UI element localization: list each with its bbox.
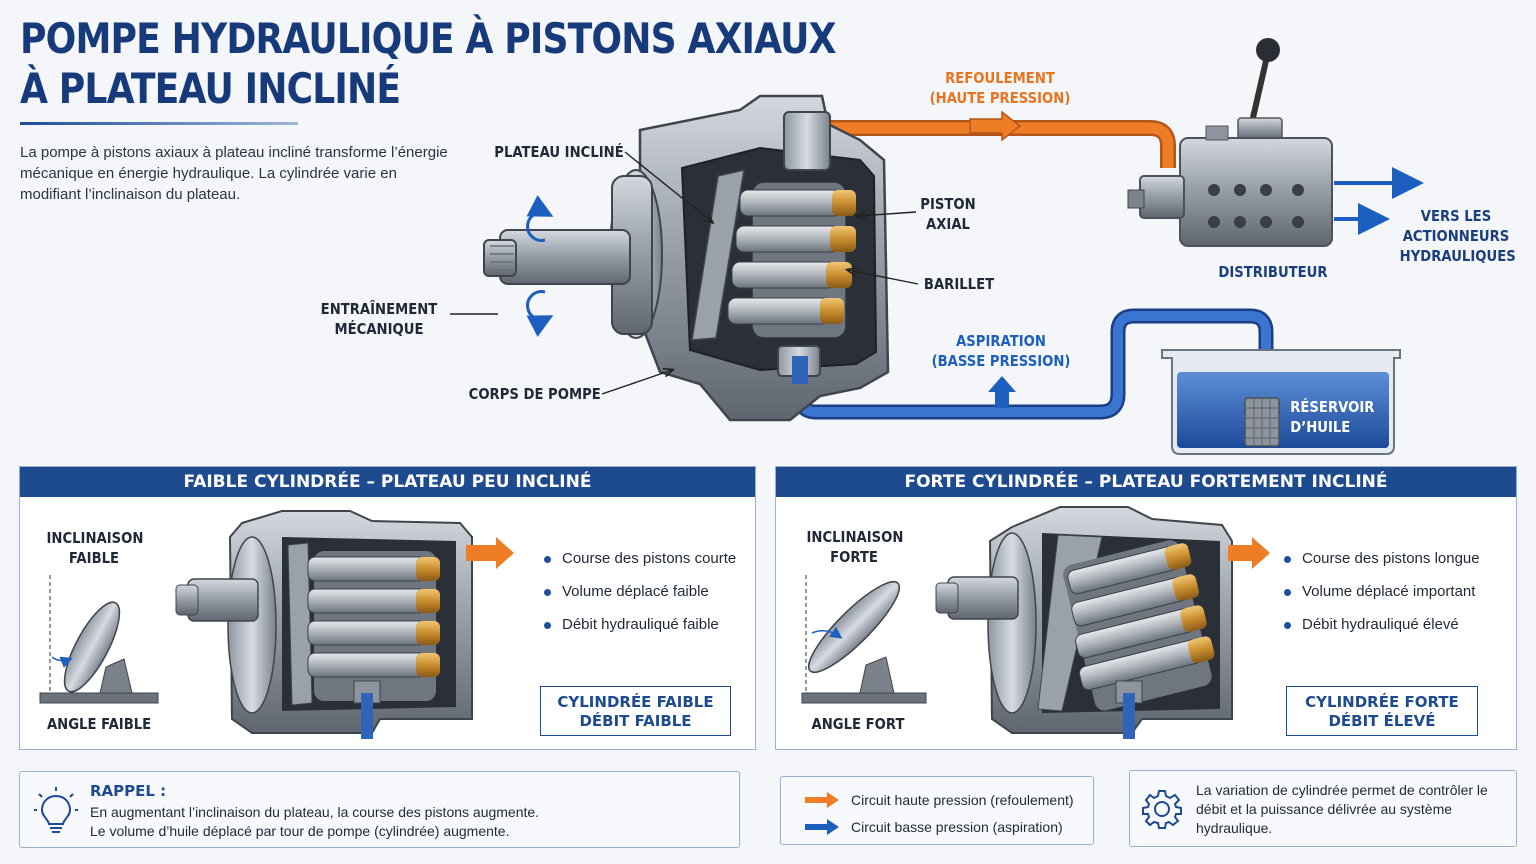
label-pump-body: CORPS DE POMPE bbox=[468, 385, 601, 403]
high-bullets: Course des pistons longue Volume déplacé… bbox=[1282, 542, 1502, 641]
low-pump-cutaway bbox=[175, 510, 514, 739]
label-actuators-line2: ACTIONNEURS bbox=[1402, 227, 1510, 245]
legend-high-arrow-icon bbox=[805, 792, 839, 808]
label-suction: ASPIRATION (BASSE PRESSION) bbox=[923, 331, 1080, 371]
rappel-note: RAPPEL : En augmentant l’inclinaison du … bbox=[19, 771, 740, 848]
list-item: Débit hydrauliqué faible bbox=[542, 608, 752, 641]
label-discharge-line1: REFOULEMENT bbox=[945, 69, 1055, 87]
high-pump-cutaway bbox=[935, 506, 1270, 739]
intro-text: La pompe à pistons axiaux à plateau incl… bbox=[20, 144, 448, 203]
axial-pistons bbox=[727, 189, 856, 325]
legend-low-arrow-icon bbox=[805, 819, 839, 835]
suction-arrow-icon bbox=[988, 376, 1016, 408]
high-displacement-illustration bbox=[801, 506, 1270, 739]
page-title-line2: À PLATEAU INCLINÉ bbox=[20, 64, 401, 113]
legend-low-text: Circuit basse pression (aspiration) bbox=[851, 819, 1063, 835]
label-axial-piston: PISTON AXIAL bbox=[913, 194, 983, 234]
main-diagram bbox=[450, 38, 1424, 455]
high-result-line1: CYLINDRÉE FORTE bbox=[1305, 693, 1459, 711]
panel-low-header: FAIBLE CYLINDRÉE – PLATEAU PEU INCLINÉ bbox=[20, 467, 755, 497]
low-result-line2: DÉBIT FAIBLE bbox=[579, 712, 692, 730]
rappel-line2: Le volume d’huile déplacé par tour de po… bbox=[90, 823, 510, 839]
label-mechanical-drive: ENTRAÎNEMENT MÉCANIQUE bbox=[320, 299, 438, 339]
rotation-arrow-icon bbox=[526, 195, 554, 337]
label-swash-plate: PLATEAU INCLINÉ bbox=[494, 143, 624, 161]
info-text: La variation de cylindrée permet de cont… bbox=[1196, 782, 1488, 836]
low-swash-plate-icon bbox=[39, 575, 159, 704]
list-item: Volume déplacé faible bbox=[542, 575, 752, 608]
high-inclination-line2: FORTE bbox=[830, 548, 878, 566]
high-swash-plate-icon bbox=[801, 575, 927, 704]
legend-high-text: Circuit haute pression (refoulement) bbox=[851, 792, 1074, 808]
label-mechanical-drive-line2: MÉCANIQUE bbox=[334, 320, 424, 338]
high-inclination-line1: INCLINAISON bbox=[806, 528, 904, 546]
actuator-arrow-icon bbox=[1334, 167, 1424, 235]
rappel-title: RAPPEL : bbox=[90, 782, 167, 800]
title-underline bbox=[20, 122, 298, 125]
gear-icon bbox=[1142, 790, 1182, 829]
lightbulb-icon bbox=[34, 787, 78, 833]
info-box: La variation de cylindrée permet de cont… bbox=[1129, 770, 1517, 847]
rappel-line1: En augmentant l’inclinaison du plateau, … bbox=[90, 804, 540, 820]
distributor-valve bbox=[1127, 38, 1333, 247]
list-item: Volume déplacé important bbox=[1282, 575, 1502, 608]
low-inclination-line1: INCLINAISON bbox=[46, 529, 144, 547]
list-item: Course des pistons longue bbox=[1282, 542, 1502, 575]
low-result-box: CYLINDRÉE FAIBLE DÉBIT FAIBLE bbox=[540, 686, 731, 736]
panel-high-header: FORTE CYLINDRÉE – PLATEAU FORTEMENT INCL… bbox=[776, 467, 1516, 497]
page-title: POMPE HYDRAULIQUE À PISTONS AXIAUX À PLA… bbox=[20, 14, 836, 114]
leader-lines bbox=[450, 151, 919, 395]
label-actuators-line1: VERS LES bbox=[1420, 207, 1492, 225]
oil-reservoir bbox=[1161, 349, 1401, 455]
label-suction-line1: ASPIRATION bbox=[956, 332, 1046, 350]
label-discharge-line2: (HAUTE PRESSION) bbox=[929, 89, 1071, 107]
label-axial-piston-line1: PISTON bbox=[920, 195, 976, 213]
label-reservoir: RÉSERVOIR D’HUILE bbox=[1290, 397, 1382, 437]
list-item: Course des pistons courte bbox=[542, 542, 752, 575]
high-inclination-label: INCLINAISON FORTE bbox=[806, 527, 904, 567]
low-inclination-line2: FAIBLE bbox=[68, 549, 120, 567]
low-displacement-illustration bbox=[39, 510, 514, 739]
low-result-line1: CYLINDRÉE FAIBLE bbox=[557, 693, 714, 711]
label-axial-piston-line2: AXIAL bbox=[926, 215, 970, 233]
suction-pipe bbox=[792, 308, 1274, 420]
discharge-pipe bbox=[830, 120, 1176, 168]
list-item: Débit hydrauliqué élevé bbox=[1282, 608, 1502, 641]
label-barrel: BARILLET bbox=[923, 275, 995, 293]
pump-body bbox=[483, 94, 890, 422]
label-mechanical-drive-line1: ENTRAÎNEMENT bbox=[320, 300, 438, 318]
label-discharge: REFOULEMENT (HAUTE PRESSION) bbox=[923, 68, 1078, 108]
discharge-arrow-icon bbox=[969, 110, 1022, 142]
low-bullets: Course des pistons courte Volume déplacé… bbox=[542, 542, 752, 641]
legend-box: Circuit haute pression (refoulement) Cir… bbox=[780, 776, 1094, 845]
label-suction-line2: (BASSE PRESSION) bbox=[931, 352, 1071, 370]
high-angle-label: ANGLE FORT bbox=[811, 715, 905, 733]
legend-arrows bbox=[805, 792, 839, 835]
low-angle-label: ANGLE FAIBLE bbox=[46, 715, 152, 733]
label-actuators-line3: HYDRAULIQUES bbox=[1399, 247, 1516, 265]
label-reservoir-line1: RÉSERVOIR bbox=[1290, 398, 1375, 416]
page-title-line1: POMPE HYDRAULIQUE À PISTONS AXIAUX bbox=[20, 14, 836, 63]
high-result-line2: DÉBIT ÉLEVÉ bbox=[1328, 712, 1436, 730]
low-inclination-label: INCLINAISON FAIBLE bbox=[46, 528, 144, 568]
label-actuators: VERS LES ACTIONNEURS HYDRAULIQUES bbox=[1399, 206, 1516, 266]
high-result-box: CYLINDRÉE FORTE DÉBIT ÉLEVÉ bbox=[1286, 686, 1478, 736]
label-distributor: DISTRIBUTEUR bbox=[1218, 263, 1328, 281]
label-reservoir-line2: D’HUILE bbox=[1290, 418, 1351, 436]
